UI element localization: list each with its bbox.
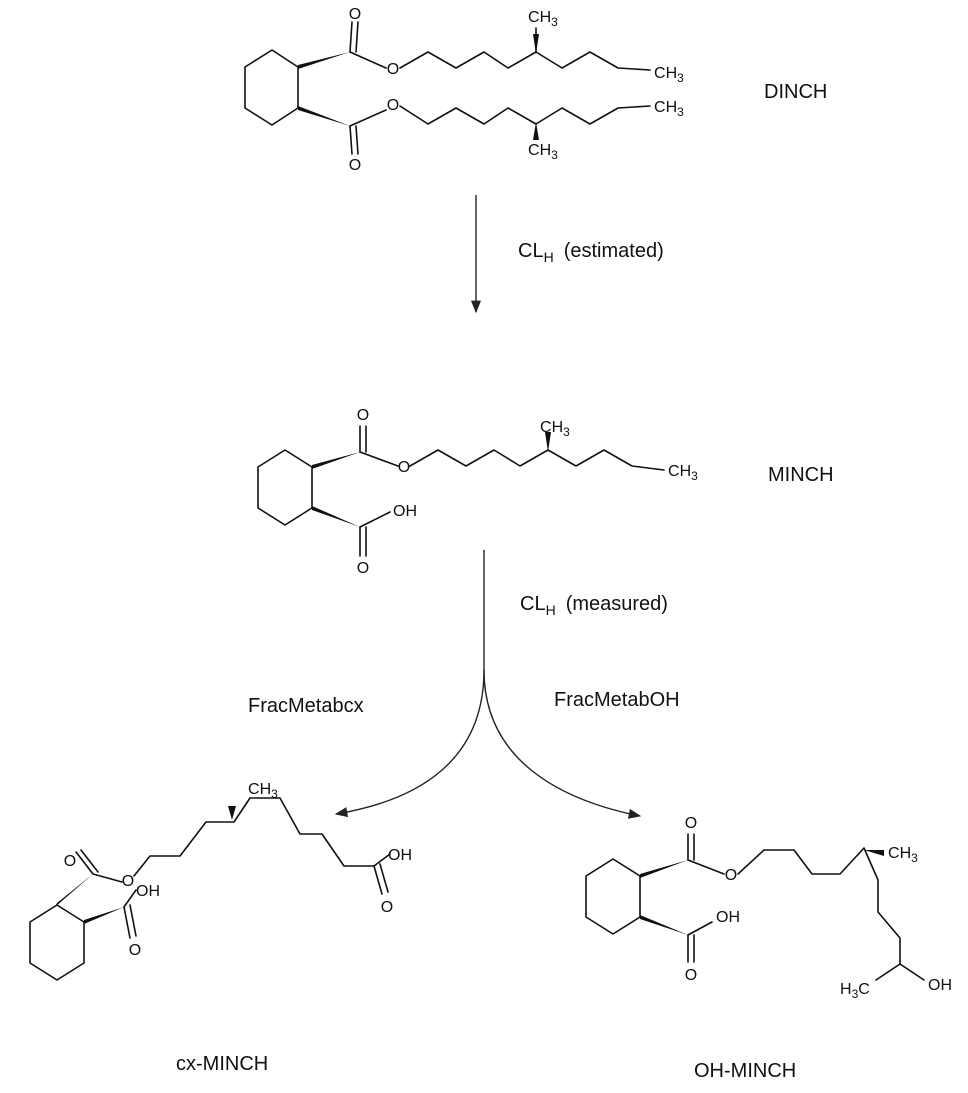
atom-o: O	[381, 899, 393, 916]
atom-o: O	[685, 967, 697, 984]
atom-o: O	[685, 815, 697, 832]
atom-o: O	[387, 97, 399, 114]
atom-o: O	[349, 157, 361, 174]
atom-o: O	[122, 873, 134, 890]
minch-ring	[257, 449, 313, 526]
atom-o: O	[387, 61, 399, 78]
atom-o: O	[64, 853, 76, 870]
atom-oh: OH	[928, 977, 952, 994]
atom-o: O	[349, 6, 361, 23]
arrow-branch-left	[334, 669, 485, 818]
dinch-ring	[244, 49, 299, 126]
oh-minch-ring	[585, 858, 641, 935]
atom-ch3: CH3	[528, 142, 558, 162]
minch-structure: O O CH3 CH3 O OH	[257, 407, 698, 577]
minch-label: MINCH	[768, 464, 834, 486]
cx-minch-structure: O O CH3 OH O OH O	[29, 781, 412, 981]
step2-label: CLH(measured)	[520, 593, 668, 618]
oh-minch-label: OH-MINCH	[694, 1060, 796, 1082]
cx-minch-ring	[29, 904, 85, 981]
atom-ch3: CH3	[654, 99, 684, 119]
dinch-wedge-bottom	[298, 106, 350, 126]
cx-minch-label: cx-MINCH	[176, 1053, 268, 1075]
atom-ch3: CH3	[248, 781, 278, 801]
atom-ch3: CH3	[888, 845, 918, 865]
dinch-structure: O O CH3 CH3 O O CH3 CH3	[244, 6, 684, 174]
atom-o: O	[725, 867, 737, 884]
atom-o: O	[129, 942, 141, 959]
atom-ch3: CH3	[528, 9, 558, 29]
branch-right-label: FracMetabOH	[554, 689, 680, 711]
atom-o: O	[357, 560, 369, 577]
atom-o: O	[357, 407, 369, 424]
atom-ch3: CH3	[654, 65, 684, 85]
atom-o: O	[398, 459, 410, 476]
atom-ch3: CH3	[540, 419, 570, 439]
arrow-branch-right	[483, 669, 642, 819]
atom-oh: OH	[716, 909, 740, 926]
atom-oh: OH	[388, 847, 412, 864]
oh-minch-structure: O O CH3 H3C OH OH O	[585, 815, 952, 1001]
branch-left-label: FracMetabcx	[248, 695, 364, 717]
atom-h3c: H3C	[840, 981, 870, 1001]
dinch-label: DINCH	[764, 81, 827, 103]
step1-label: CLH(estimated)	[518, 240, 664, 265]
atom-oh: OH	[136, 883, 160, 900]
dinch-wedge-top	[298, 52, 350, 69]
atom-oh: OH	[393, 503, 417, 520]
atom-ch3: CH3	[668, 463, 698, 483]
